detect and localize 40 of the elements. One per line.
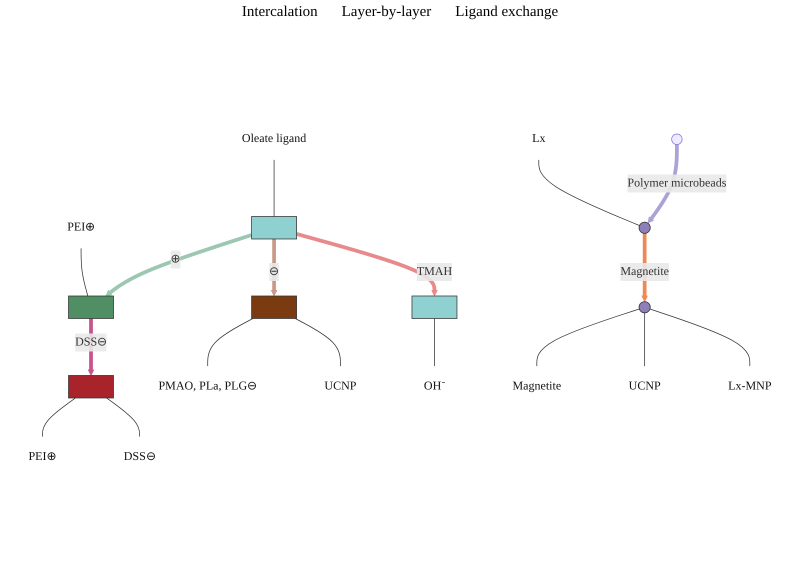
node-text: PEI⊕ [67,220,95,234]
node-text: PMAO, PLa, PLG⊖ [158,380,257,392]
node-box [68,374,114,398]
edge-label: ⊕ [170,252,180,266]
connector [536,308,640,367]
connector [80,247,88,296]
node-box [251,216,297,240]
arrow [105,232,252,296]
node-text: Oleate ligand [242,132,306,146]
connector [538,158,640,226]
node-text: DSS⊖ [124,450,156,463]
text-label: Intercalation [242,4,318,21]
node-text: UCNP [324,380,356,392]
edge-label: TMAH [416,265,452,278]
node-circle [638,301,651,313]
connector [434,318,435,367]
arrow [270,238,278,296]
connector [207,318,254,367]
connector [294,318,341,367]
node-box [68,295,114,319]
text-label: Ligand exchange [455,4,558,21]
node-box [251,295,297,319]
connector [42,397,76,438]
node-text: PEI⊕ [28,450,56,463]
edge-label: ⊖ [269,265,279,278]
node-text: UCNP [628,380,661,392]
node-circle [638,222,651,234]
node-box [412,295,458,319]
connector [650,308,750,367]
node-text: OH⁻ [424,380,446,392]
node-text: Lx [532,132,546,146]
edge-label: Polymer microbeads [627,176,726,190]
edge-label: DSS⊖ [75,335,107,348]
edge-label: Magnetite [620,265,669,278]
connector [106,397,140,438]
arrow [296,232,438,296]
node-text: Lx-MNP [728,380,772,392]
text-label: Layer-by-layer [342,4,432,21]
connector [644,312,646,367]
node-text: Magnetite [512,380,562,392]
